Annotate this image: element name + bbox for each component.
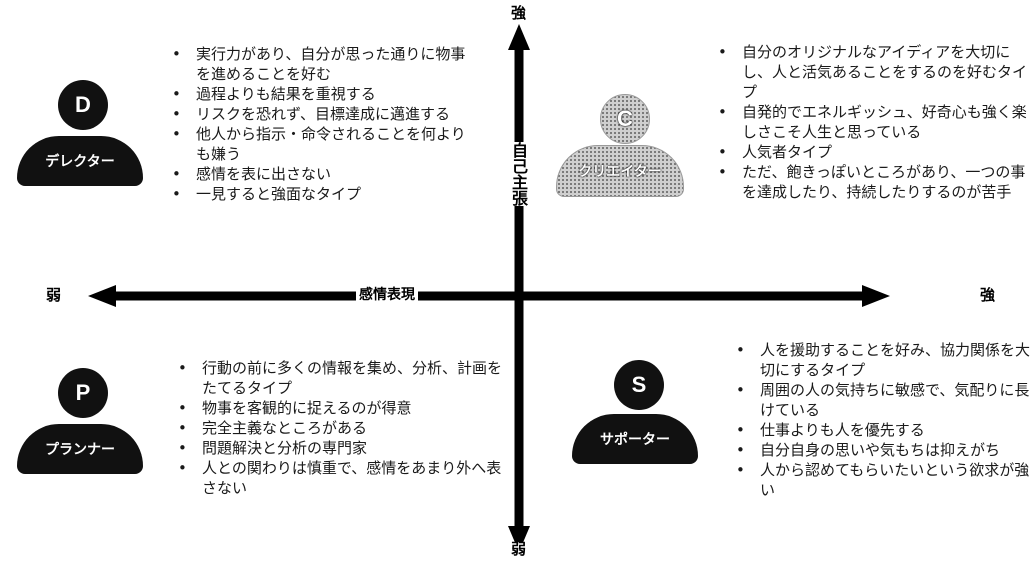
creator-head-icon: C: [600, 94, 650, 144]
list-item: 自分自身の思いや気もちは抑えがち: [730, 440, 1030, 460]
list-item: 一見すると強面なタイプ: [166, 184, 476, 204]
horizontal-left-label: 弱: [46, 286, 62, 304]
planner-head-icon: P: [58, 368, 108, 418]
list-item: 仕事よりも人を優先する: [730, 420, 1030, 440]
list-item: 自分のオリジナルなアイディアを大切にし、人と活気あることをするのを好むタイプ: [712, 42, 1032, 102]
list-item: 行動の前に多くの情報を集め、分析、計画をたてるタイプ: [172, 358, 502, 398]
list-item: 完全主義なところがある: [172, 418, 502, 438]
list-item: ただ、飽きっぽいところがあり、一つの事を達成したり、持続したりするのが苦手: [712, 162, 1032, 202]
list-item: 自発的でエネルギッシュ、好奇心も強く楽しさこそ人生と思っている: [712, 102, 1032, 142]
vertical-bottom-label: 弱: [511, 540, 527, 558]
list-item: 感情を表に出さない: [166, 164, 476, 184]
creator-traits-list: 自分のオリジナルなアイディアを大切にし、人と活気あることをするのを好むタイプ 自…: [712, 42, 1032, 202]
list-item: 人気者タイプ: [712, 142, 1032, 162]
horizontal-axis-label: 感情表現: [356, 286, 418, 304]
horizontal-axis-arrow-right: [862, 285, 890, 307]
list-item: 人から認めてもらいたいという欲求が強い: [730, 460, 1030, 500]
vertical-axis-label: 自己主張: [509, 142, 528, 206]
list-item: 他人から指示・命令されることを何よりも嫌う: [166, 124, 476, 164]
list-item: 周囲の人の気持ちに敏感で、気配りに長けている: [730, 380, 1030, 420]
planner-name-badge: プランナー: [17, 424, 143, 474]
supporter-name-badge: サポーター: [572, 414, 698, 464]
horizontal-axis-arrow-left: [88, 285, 116, 307]
director-head-icon: D: [58, 80, 108, 130]
list-item: 人を援助することを好み、協力関係を大切にするタイプ: [730, 340, 1030, 380]
list-item: 問題解決と分析の専門家: [172, 438, 502, 458]
horizontal-right-label: 強: [980, 286, 996, 304]
list-item: 過程よりも結果を重視する: [166, 84, 476, 104]
supporter-traits-list: 人を援助することを好み、協力関係を大切にするタイプ 周囲の人の気持ちに敏感で、気…: [730, 340, 1030, 500]
vertical-top-label: 強: [511, 4, 527, 22]
list-item: リスクを恐れず、目標達成に邁進する: [166, 104, 476, 124]
vertical-axis-arrow-bottom: [508, 526, 530, 552]
list-item: 物事を客観的に捉えるのが得意: [172, 398, 502, 418]
list-item: 実行力があり、自分が思った通りに物事を進めることを好む: [166, 44, 476, 84]
list-item: 人との関わりは慎重で、感情をあまり外へ表さない: [172, 458, 502, 498]
director-traits-list: 実行力があり、自分が思った通りに物事を進めることを好む 過程よりも結果を重視する…: [166, 44, 476, 204]
vertical-axis-arrow-top: [508, 24, 530, 50]
director-name-badge: デレクター: [17, 136, 143, 186]
creator-name-badge: クリエイター: [556, 145, 684, 197]
supporter-head-icon: S: [614, 360, 664, 410]
planner-traits-list: 行動の前に多くの情報を集め、分析、計画をたてるタイプ 物事を客観的に捉えるのが得…: [172, 358, 502, 498]
